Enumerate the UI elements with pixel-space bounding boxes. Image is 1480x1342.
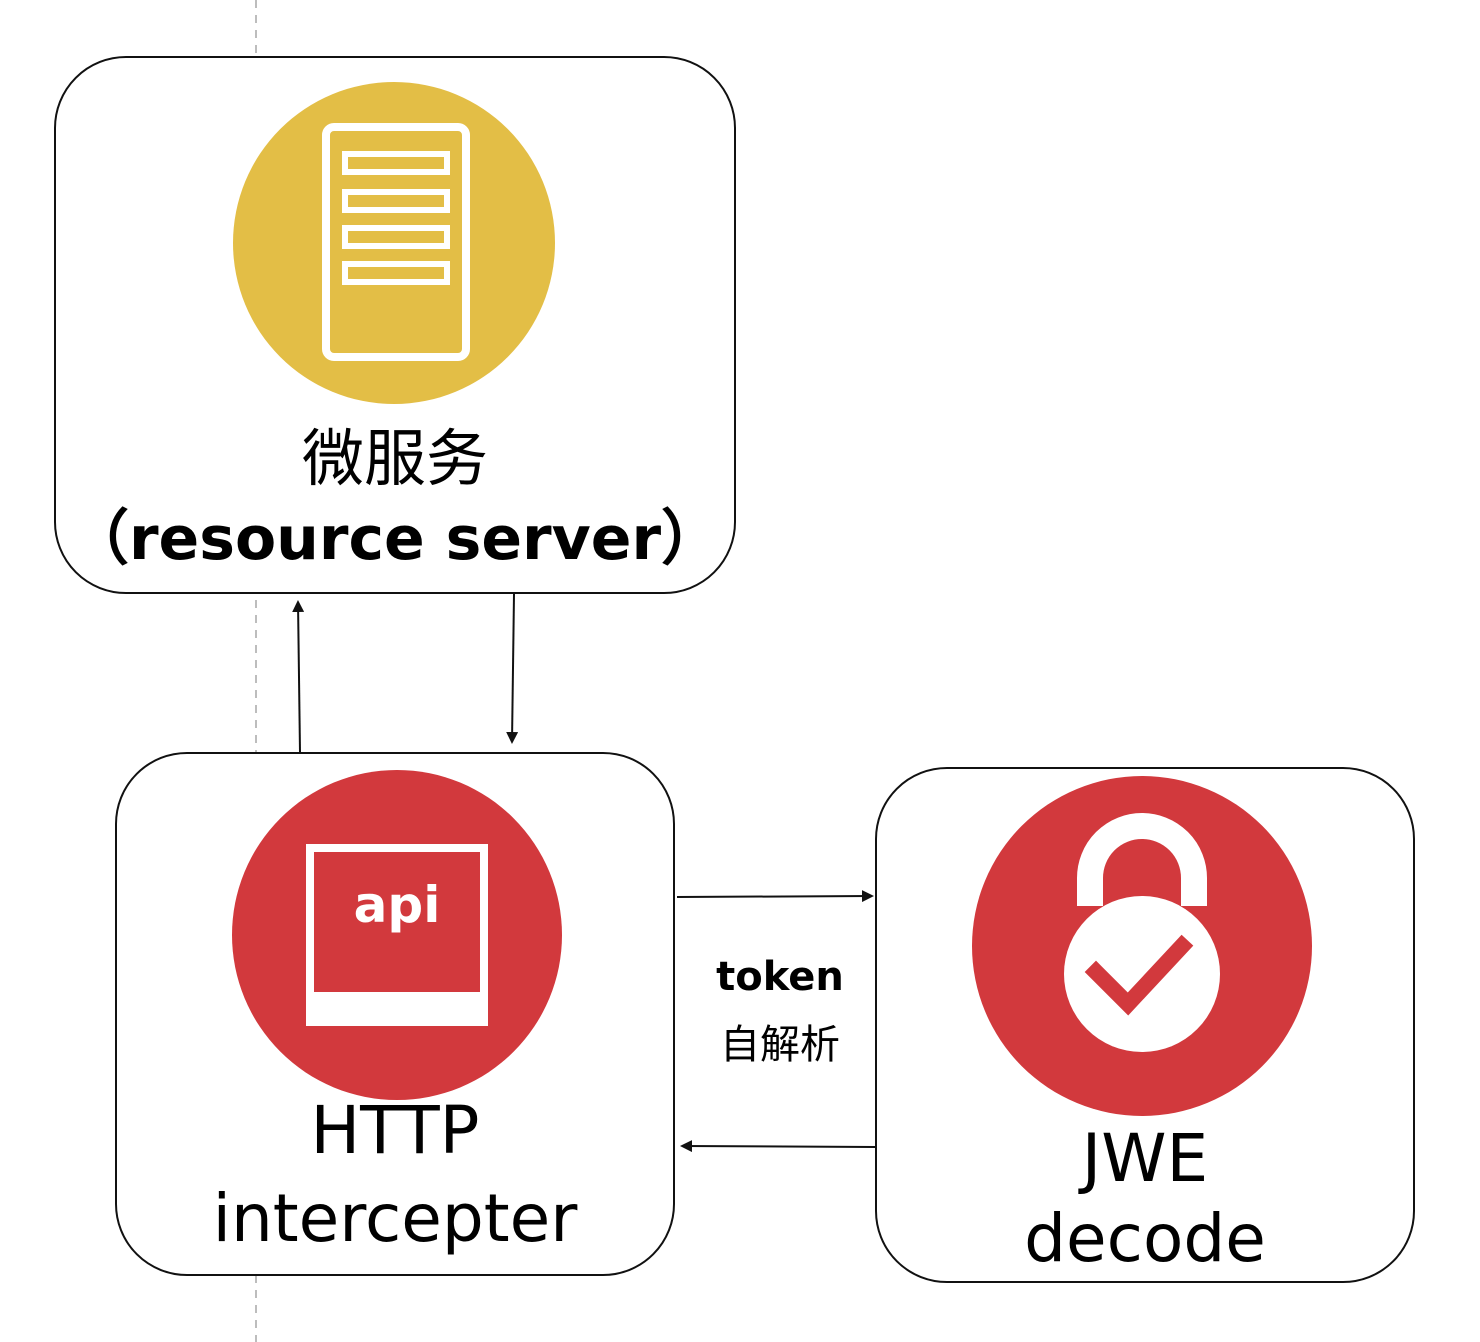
resource-server-title: 微服务 bbox=[301, 422, 488, 495]
server-icon bbox=[233, 82, 555, 404]
arrow-server-to-interceptor bbox=[506, 593, 519, 744]
arrow-interceptor-to-jwe bbox=[676, 890, 874, 903]
jwe-decode-title: JWE bbox=[1081, 1120, 1209, 1197]
jwe-decode-subtitle: decode bbox=[1024, 1200, 1266, 1277]
api-icon-text: api bbox=[353, 876, 441, 934]
api-icon bbox=[232, 770, 562, 1100]
lock-check-icon bbox=[972, 776, 1312, 1116]
edge-label-token: token bbox=[716, 954, 844, 1000]
resource-server-subtitle: （resource server） bbox=[68, 504, 722, 574]
arrow-jwe-to-interceptor bbox=[680, 1140, 876, 1153]
http-interceptor-subtitle: intercepter bbox=[212, 1180, 578, 1257]
edge-label-self-parse: 自解析 bbox=[720, 1022, 840, 1068]
arrow-interceptor-to-server bbox=[292, 600, 305, 753]
http-interceptor-title: HTTP bbox=[310, 1092, 480, 1169]
